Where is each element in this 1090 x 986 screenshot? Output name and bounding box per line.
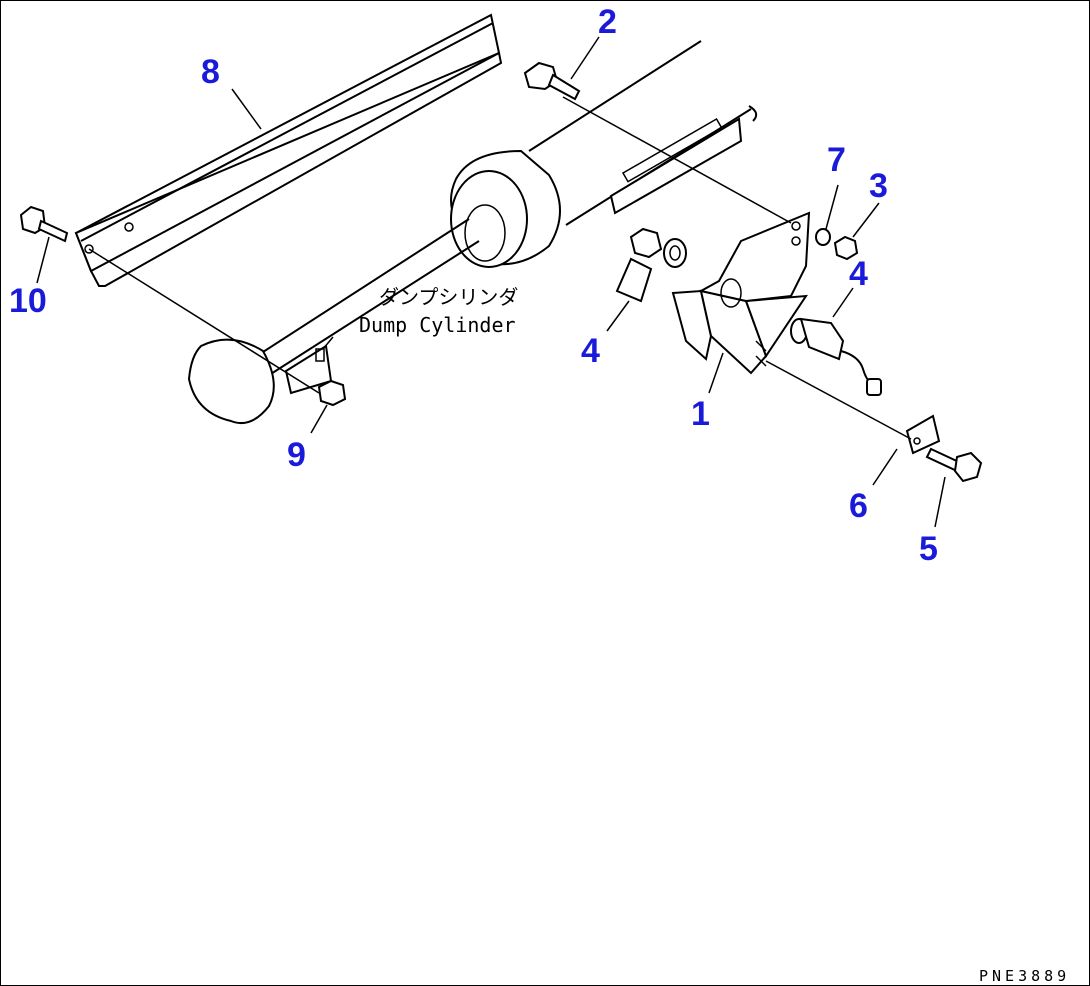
part-1-bracket [671, 211, 811, 375]
part-4-nut-washer-left [615, 227, 687, 303]
part-10-bolt [19, 205, 69, 243]
callout-1: 1 [691, 395, 710, 433]
part-6-plate [905, 414, 941, 455]
part-5-bolt [925, 447, 983, 483]
part-3-nut [833, 235, 859, 261]
part-9-nut [317, 379, 347, 407]
callout-7: 7 [827, 141, 846, 179]
dump-cylinder-label-en: Dump Cylinder [359, 313, 516, 337]
dump-cylinder-label-jp: ダンプシリンダ [379, 285, 518, 309]
leader-lines [36, 36, 946, 528]
callout-2: 2 [598, 3, 617, 41]
part-2-bolt [523, 61, 581, 101]
callout-5: 5 [919, 530, 938, 568]
callout-9: 9 [287, 436, 306, 474]
part-8-angle-rail [74, 13, 503, 287]
callout-8: 8 [201, 53, 220, 91]
part-4-limit-switch [790, 317, 882, 396]
callout-3: 3 [869, 167, 888, 205]
callout-6: 6 [849, 487, 868, 525]
dump-cylinder [187, 40, 758, 425]
assembly-lines [88, 96, 912, 440]
callout-4-left: 4 [581, 332, 600, 370]
drawing-reference-code: PNE3889 [979, 967, 1070, 985]
callout-10: 10 [9, 282, 47, 320]
callout-4-right: 4 [849, 255, 868, 293]
part-7-washer [815, 228, 831, 246]
